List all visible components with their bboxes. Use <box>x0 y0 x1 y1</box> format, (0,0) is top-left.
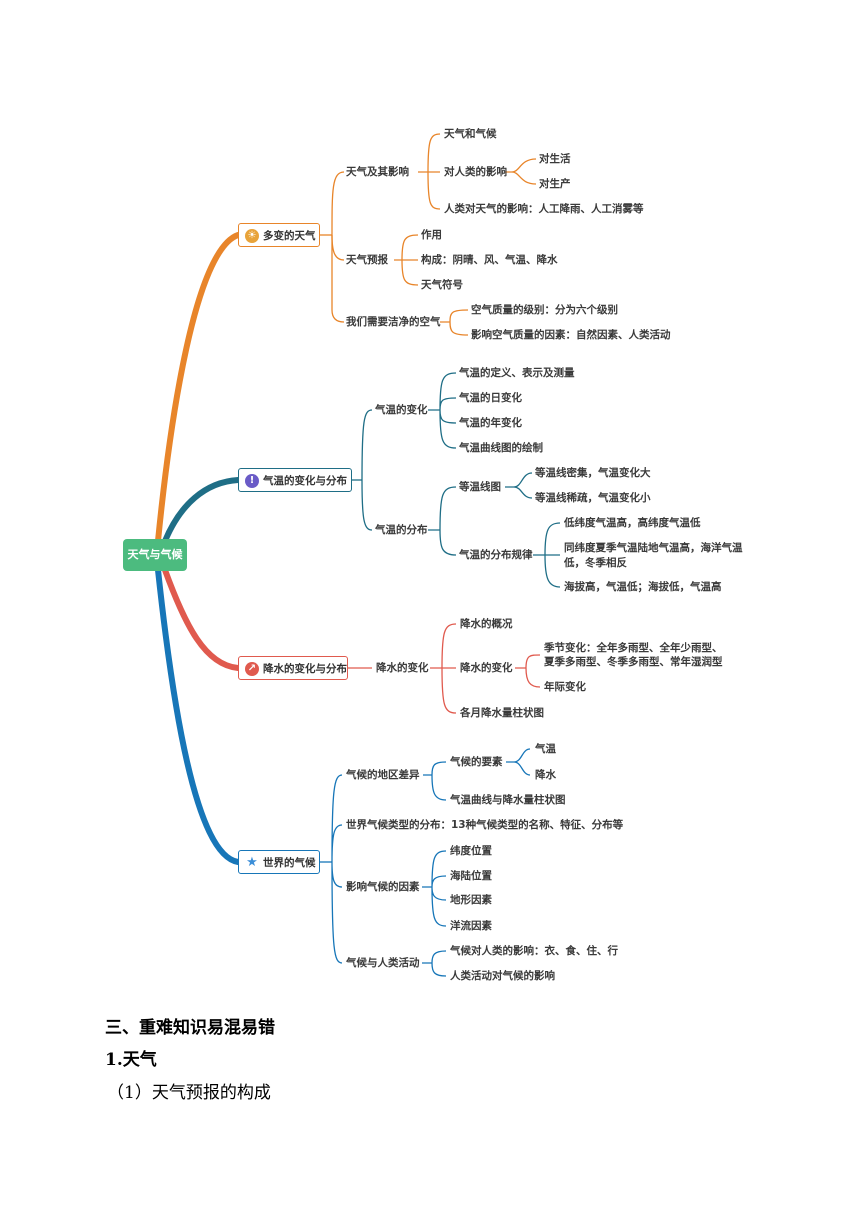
node-precip[interactable]: 降水 <box>535 769 556 781</box>
node-elements[interactable]: 气候的要素 <box>450 756 503 768</box>
node-curve[interactable]: 气温曲线图的绘制 <box>459 442 543 454</box>
node-temp-change[interactable]: 气温的变化 <box>375 404 428 416</box>
node-types[interactable]: 世界气候类型的分布：13种气候类型的名称、特征、分布等 <box>346 819 624 831</box>
branch-climate-label: 世界的气候 <box>263 857 316 869</box>
node-monthly-bar[interactable]: 各月降水量柱状图 <box>460 707 544 719</box>
root-node[interactable]: 天气与气候 <box>123 539 187 571</box>
climate-connectors <box>320 748 531 977</box>
branch-climate[interactable]: ★ 世界的气候 <box>238 850 320 874</box>
node-forecast[interactable]: 天气预报 <box>346 254 388 266</box>
node-temp-dist[interactable]: 气温的分布 <box>375 524 428 536</box>
node-latitude[interactable]: 纬度位置 <box>450 845 492 857</box>
node-weather-and-climate[interactable]: 天气和气候 <box>444 128 497 140</box>
node-clean-air[interactable]: 我们需要洁净的空气 <box>346 316 441 328</box>
section-heading: 三、重难知识易混易错 <box>105 1018 275 1038</box>
rain-icon: ↗ <box>245 662 259 676</box>
node-rule2a[interactable]: 同纬度夏季气温陆地气温高，海洋气温 <box>564 542 743 554</box>
node-on-life[interactable]: 对生活 <box>539 153 571 165</box>
branch-weather[interactable]: ☀ 多变的天气 <box>238 223 320 247</box>
node-role[interactable]: 作用 <box>421 229 442 241</box>
node-human[interactable]: 气候与人类活动 <box>346 957 420 969</box>
temperature-connectors <box>352 372 561 588</box>
mindmap-connectors <box>155 133 561 977</box>
node-regional[interactable]: 气候的地区差异 <box>346 769 420 781</box>
node-terrain[interactable]: 地形因素 <box>450 894 492 906</box>
sun-icon: ☀ <box>245 229 259 243</box>
node-symbols[interactable]: 天气符号 <box>421 279 463 291</box>
star-icon: ★ <box>246 855 258 870</box>
node-factors[interactable]: 影响气候的因素 <box>346 881 420 893</box>
node-climate-on-humans[interactable]: 气候对人类的影响：衣、食、住、行 <box>450 945 618 957</box>
branch-precipitation[interactable]: ↗ 降水的变化与分布 <box>238 656 348 680</box>
node-dist-rules[interactable]: 气温的分布规律 <box>459 549 533 561</box>
node-dense[interactable]: 等温线密集，气温变化大 <box>535 467 651 479</box>
node-sparse[interactable]: 等温线稀疏，气温变化小 <box>535 492 651 504</box>
node-definition[interactable]: 气温的定义、表示及测量 <box>459 367 575 379</box>
node-air-grade[interactable]: 空气质量的级别：分为六个级别 <box>471 304 618 316</box>
node-composition[interactable]: 构成：阴晴、风、气温、降水 <box>421 254 558 266</box>
branch-line-temperature <box>162 477 241 544</box>
list-item-heading: （1）天气预报的构成 <box>107 1083 271 1103</box>
branch-line-climate <box>155 567 241 865</box>
node-rule3[interactable]: 海拔高，气温低；海拔低，气温高 <box>564 581 722 593</box>
thermometer-icon: ! <box>245 474 259 488</box>
node-climograph[interactable]: 气温曲线与降水量柱状图 <box>450 794 566 806</box>
node-rule2b[interactable]: 低，冬季相反 <box>564 557 627 569</box>
node-weather-impact[interactable]: 天气及其影响 <box>346 166 409 178</box>
node-precip-change-2[interactable]: 降水的变化 <box>460 662 513 674</box>
node-overview[interactable]: 降水的概况 <box>460 618 513 630</box>
node-rule1[interactable]: 低纬度气温高，高纬度气温低 <box>564 517 701 529</box>
node-precip-change[interactable]: 降水的变化 <box>376 662 429 674</box>
node-isotherm[interactable]: 等温线图 <box>459 481 501 493</box>
node-humans-on-climate[interactable]: 人类活动对气候的影响 <box>450 970 555 982</box>
node-interannual[interactable]: 年际变化 <box>544 681 586 693</box>
subsection-heading: 1.天气 <box>105 1050 157 1070</box>
node-on-production[interactable]: 对生产 <box>539 178 571 190</box>
weather-connectors <box>320 133 537 336</box>
node-daily[interactable]: 气温的日变化 <box>459 392 522 404</box>
node-impact-on-humans[interactable]: 对人类的影响 <box>444 166 507 178</box>
node-temp[interactable]: 气温 <box>535 743 556 755</box>
branch-weather-label: 多变的天气 <box>263 230 316 242</box>
branch-temperature[interactable]: ! 气温的变化与分布 <box>238 468 352 492</box>
branch-line-precipitation <box>162 567 241 671</box>
node-seasonal-b[interactable]: 夏季多雨型、冬季多雨型、常年湿润型 <box>544 656 723 668</box>
node-air-factors[interactable]: 影响空气质量的因素：自然因素、人类活动 <box>471 329 671 341</box>
node-land-sea[interactable]: 海陆位置 <box>450 870 492 882</box>
branch-temperature-label: 气温的变化与分布 <box>263 475 347 487</box>
node-human-on-weather[interactable]: 人类对天气的影响：人工降雨、人工消雾等 <box>444 203 644 215</box>
branch-line-weather <box>155 232 241 544</box>
node-currents[interactable]: 洋流因素 <box>450 920 492 932</box>
precipitation-connectors <box>348 623 541 714</box>
node-seasonal-a[interactable]: 季节变化：全年多雨型、全年少雨型、 <box>544 642 723 654</box>
branch-precipitation-label: 降水的变化与分布 <box>263 663 347 675</box>
node-annual[interactable]: 气温的年变化 <box>459 417 522 429</box>
